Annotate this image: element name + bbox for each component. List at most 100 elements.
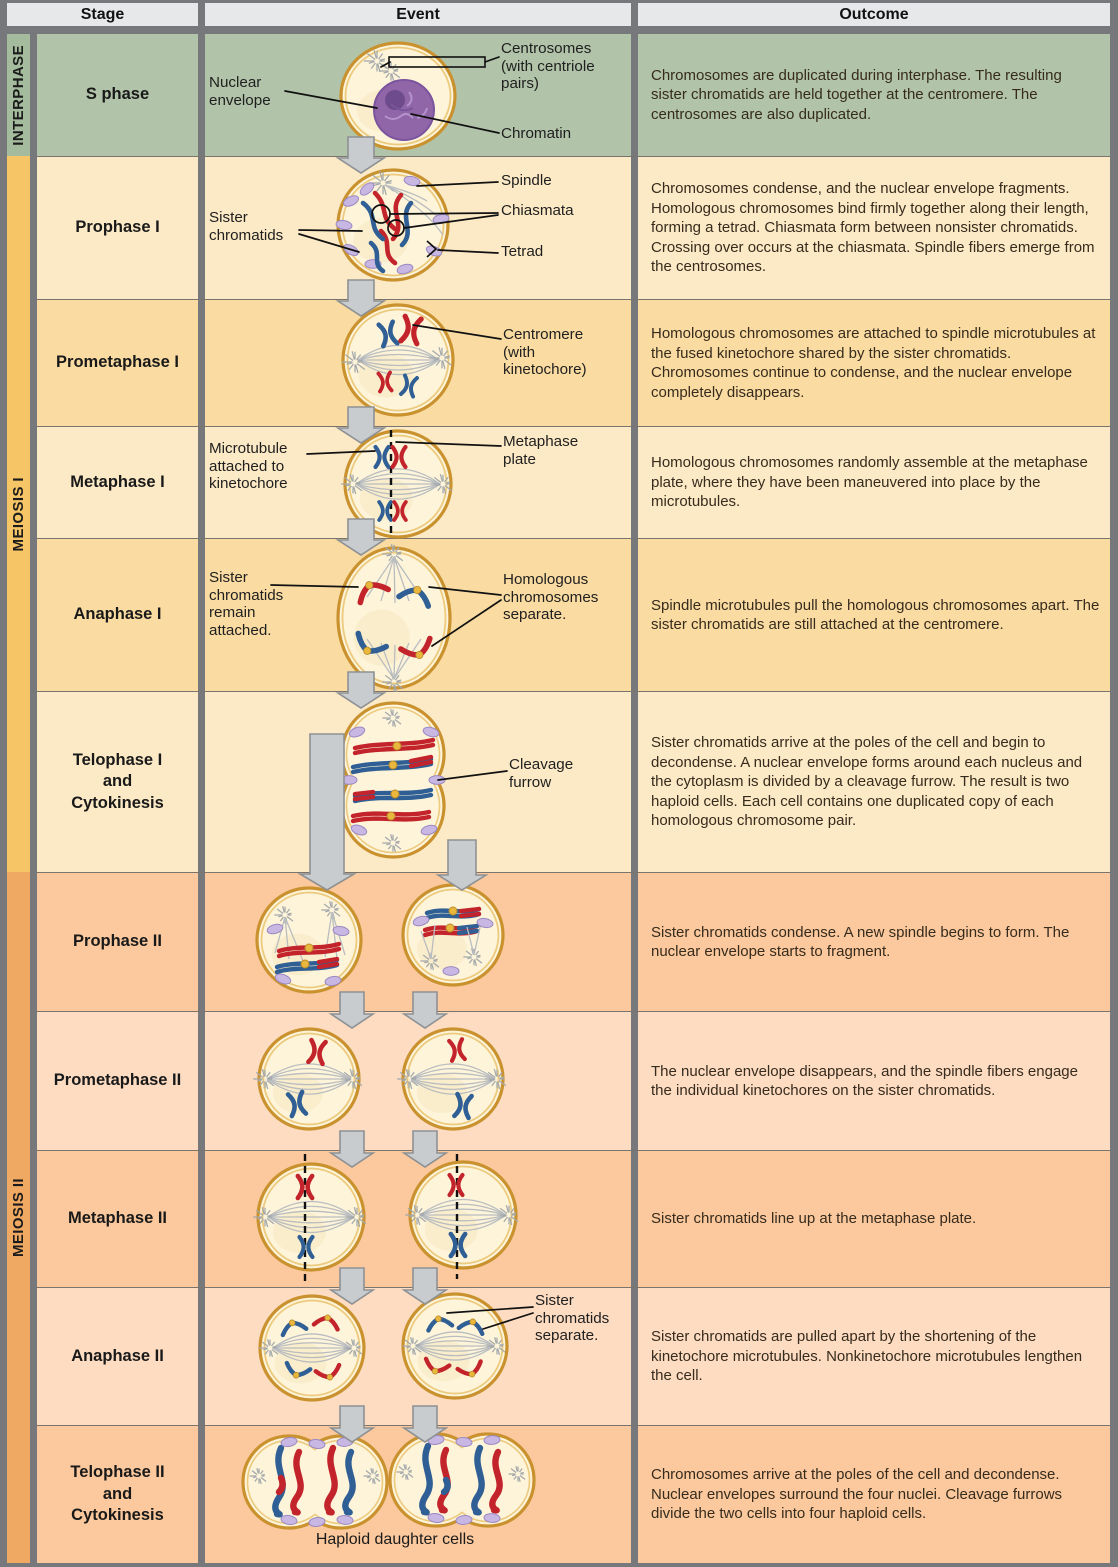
leader-line (306, 450, 376, 455)
outcome-cell: Sister chromatids line up at the metapha… (638, 1151, 1110, 1287)
outcome-text: Spindle microtubules pull the homologous… (651, 596, 1100, 634)
stage-label: Metaphase II (67, 1209, 168, 1228)
label-sister-chromatids-separate: Sister chromatids separate. (535, 1292, 610, 1345)
leader-line (389, 212, 499, 215)
stage-label: Prophase II (73, 932, 162, 951)
centrosome-aster (259, 1339, 279, 1358)
leader-line (482, 1312, 534, 1330)
chromosome (272, 1444, 286, 1518)
chromosome (285, 1089, 309, 1119)
outcome-cell: Chromosomes condense, and the nuclear en… (638, 157, 1110, 299)
nuclear-envelope-fragment (308, 1517, 326, 1527)
nuclear-envelope-fragment (455, 1515, 473, 1525)
chromatid (396, 585, 432, 609)
centromere (392, 741, 402, 751)
stage-cell: Prometaphase I (37, 300, 205, 426)
chromatid (313, 1362, 342, 1381)
nuclear-envelope-fragment (442, 966, 460, 976)
leader-line (410, 113, 500, 134)
nuclear-envelope-fragment (340, 775, 358, 785)
centrosome-aster (397, 1069, 419, 1090)
outcome-text: Sister chromatids are pulled apart by th… (651, 1328, 1083, 1385)
stage-cell: Prophase I (37, 157, 205, 299)
outcome-text: Chromosomes condense, and the nuclear en… (651, 180, 1095, 276)
outcome-cell: Chromosomes are duplicated during interp… (638, 34, 1110, 156)
stage-label: Prometaphase II (53, 1071, 182, 1090)
centrosome-aster (402, 1337, 422, 1356)
chromatid (398, 635, 433, 659)
leader-line (446, 1306, 534, 1314)
cell-diagram-anaphase-1 (270, 544, 502, 692)
centrosome-aster (253, 1069, 275, 1090)
outcome-cell: Sister chromatids arrive at the poles of… (638, 692, 1110, 872)
chromosome (471, 1444, 485, 1516)
stage-label: S phase (85, 85, 150, 104)
nuclear-envelope-fragment (476, 917, 494, 929)
stage-cell: Prophase II (37, 873, 205, 1011)
centrosome-aster (431, 474, 453, 495)
section-label-meiosis-2: MEIOSIS II (10, 1177, 27, 1257)
nuclear-envelope-fragment (483, 1513, 501, 1523)
cell-diagram-prophase-1 (298, 168, 499, 282)
tetrad-bracket (426, 240, 438, 258)
stage-label: Metaphase I (70, 472, 165, 491)
row-anaphase-2: Anaphase II Sister chromatids separate. … (37, 1287, 1110, 1425)
band-divider (30, 34, 37, 1563)
event-cell (205, 1012, 638, 1150)
event-cell (205, 1151, 638, 1287)
stage-cell: S phase (37, 34, 205, 156)
row-anaphase-1: Anaphase I Sister chromatids remain atta… (37, 538, 1110, 692)
spindle-fibers (415, 1331, 495, 1361)
cell-diagram-telophase-2 (241, 1432, 536, 1530)
centrosome-aster (341, 351, 366, 374)
row-prometaphase-1: Prometaphase I Centromere (with kinetoch… (37, 299, 1110, 426)
label-tetrad: Tetrad (501, 243, 544, 260)
stage-label: Telophase II and Cytokinesis (70, 1463, 165, 1525)
spindle-fibers (419, 1198, 507, 1232)
event-cell: Sister chromatids remain attached. Homol… (205, 539, 638, 692)
cell-diagram-prometaphase-1 (341, 303, 502, 417)
cell-diagram-s-phase (284, 41, 500, 151)
chromatid (311, 1314, 340, 1332)
leader-line (428, 586, 502, 596)
centromere (448, 906, 458, 916)
leader-line (380, 61, 391, 68)
label-sister-chromatids: Sister chromatids (209, 209, 284, 244)
outcome-text: Sister chromatids arrive at the poles of… (651, 734, 1083, 830)
outcome-cell: Homologous chromosomes are attached to s… (638, 300, 1110, 426)
chromosome (399, 200, 414, 248)
chromosome (306, 1037, 328, 1067)
nuclear-envelope-fragment (483, 1435, 501, 1445)
table-body: INTERPHASE MEIOSIS I MEIOSIS II S phase … (7, 34, 1110, 1563)
section-band-meiosis-2: MEIOSIS II (7, 872, 30, 1563)
nuclear-envelope-fragment (332, 925, 350, 937)
chromosome (324, 1444, 338, 1516)
centrosome-aster (486, 1337, 506, 1356)
event-cell: Nuclear envelope Centrosomes (with centr… (205, 34, 638, 156)
chromatid (355, 630, 390, 655)
row-prophase-2: Prophase II Sister chromatids condense. … (37, 872, 1110, 1011)
chromosome (390, 192, 404, 242)
chromosome (373, 444, 391, 470)
outcome-cell: Spindle microtubules pull the homologous… (638, 539, 1110, 691)
chromosome (372, 190, 398, 232)
centrosome-aster (363, 1468, 381, 1485)
stage-label: Prophase I (75, 218, 160, 237)
centrosome-aster (485, 1069, 507, 1090)
section-band-interphase: INTERPHASE (7, 34, 30, 156)
nuclear-envelope-fragment (343, 195, 359, 207)
nuclear-envelope-fragment (274, 973, 292, 985)
row-metaphase-1: Metaphase I Microtubule attached to kine… (37, 426, 1110, 539)
chromosome (376, 370, 394, 394)
stage-cell: Anaphase II (37, 1288, 205, 1425)
chromosome (368, 240, 386, 274)
centrosome-aster (343, 1339, 363, 1358)
row-metaphase-2: Metaphase II Sister chromatids line up a… (37, 1150, 1110, 1287)
row-prophase-1: Prophase I Sister chromatids Spindle Chi… (37, 156, 1110, 299)
chromatid (284, 1360, 313, 1379)
spindle-fibers (267, 1200, 355, 1234)
leader-line (437, 249, 499, 254)
leader-line (431, 599, 502, 647)
header-event: Event (205, 3, 638, 30)
stage-label: Anaphase II (71, 1346, 164, 1365)
